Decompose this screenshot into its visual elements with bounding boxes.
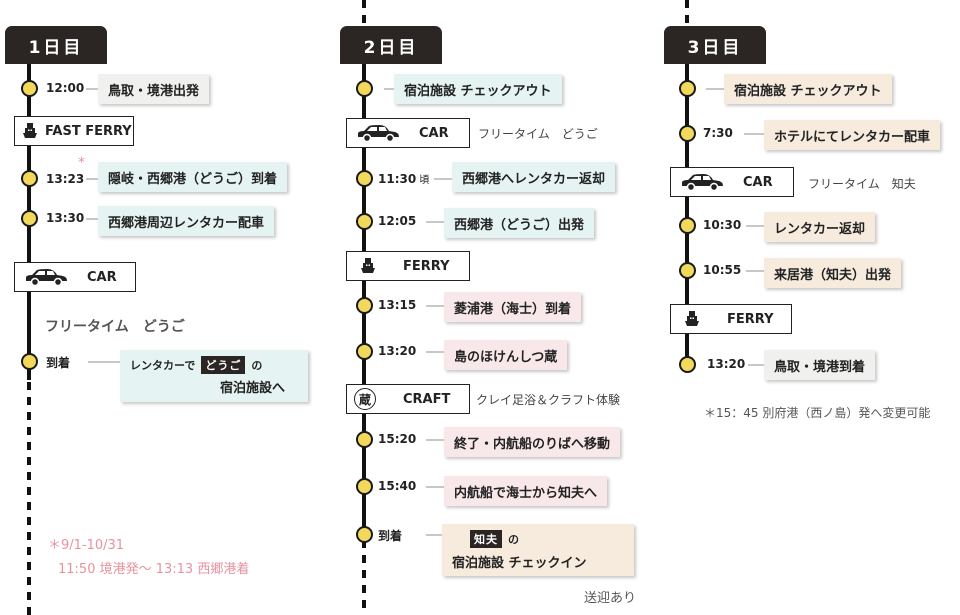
day1-dot-2 [21, 170, 38, 187]
day3-dot-3 [679, 262, 696, 279]
day2-time-7: 到着 [378, 529, 403, 543]
day3-dot-2 [679, 217, 696, 234]
day2-time-6: 15:40 [378, 479, 417, 493]
day2-dot-0 [356, 80, 373, 97]
day1-timeline-dotted [27, 382, 31, 615]
day2-craft-label: CRAFT [403, 391, 451, 407]
day2-timeline-top [362, 0, 366, 26]
day1-card-depart: 鳥取・境港出発 [98, 74, 210, 104]
day3-card-rental: ホテルにてレンタカー配車 [764, 120, 941, 150]
day2-timeline [362, 50, 366, 538]
day1-dot-3 [21, 210, 38, 227]
day2-time-2: 12:05 [378, 214, 417, 228]
day3-car-label: CAR [743, 174, 773, 190]
day1-column: 1日目 12:00 鳥取・境港出発 FAST FERRY * 13:23 隠岐・… [0, 0, 308, 615]
day2-time-4: 13:20 [378, 344, 417, 358]
day1-time-4: 到着 [46, 356, 71, 370]
day3-card-arrive: 鳥取・境港到着 [764, 350, 876, 380]
day1-note-line1: ＊9/1-10/31 [48, 538, 125, 553]
day1-car-label: CAR [87, 269, 117, 285]
ship-icon [347, 257, 389, 275]
car-icon [671, 172, 733, 192]
day1-dot-4 [21, 353, 38, 370]
day1-dogo-tag: どうご [201, 356, 246, 374]
day2-car-note: フリータイム どうご [478, 127, 598, 141]
day3-dot-4 [679, 356, 696, 373]
day2-dot-1 [356, 170, 373, 187]
day1-fast-ferry-label: FAST FERRY [45, 123, 132, 139]
day2-title: 2日目 [340, 26, 442, 64]
day3-car-box: CAR [670, 167, 794, 197]
day2-timeline-dotted [362, 540, 366, 615]
day3-card-return: レンタカー返却 [764, 212, 876, 242]
day1-time-3: 13:30 [46, 211, 85, 225]
day2-dot-5 [356, 431, 373, 448]
day2-card-boat: 内航船で海士から知夫へ [444, 476, 608, 506]
day1-car-box: CAR [14, 262, 136, 292]
day2-car-label: CAR [419, 125, 449, 141]
day2-dot-2 [356, 213, 373, 230]
day3-car-note: フリータイム 知夫 [808, 177, 916, 191]
day3-dot-1 [679, 125, 696, 142]
day3-time-3: 10:55 [703, 263, 742, 277]
day1-asterisk: * [78, 155, 85, 171]
day2-craft-box: 蔵 CRAFT [346, 384, 470, 414]
day2-dot-3 [356, 297, 373, 314]
day2-card-checkout: 宿泊施設 チェックアウト [394, 74, 562, 104]
day3-time-1: 7:30 [703, 126, 733, 140]
day2-card-arrive: 菱浦港（海士）到着 [444, 292, 582, 322]
day3-ferry-label: FERRY [727, 311, 774, 327]
day1-card-arrive: 隠岐・西郷港（どうご）到着 [98, 162, 288, 192]
day1-card-hotel: レンタカーで どうご の 宿泊施設へ [120, 350, 308, 402]
day3-column: 3日目 宿泊施設 チェックアウト 7:30 ホテルにてレンタカー配車 CAR フ… [660, 0, 960, 615]
day3-timeline-top [685, 0, 689, 26]
day1-time-2: 13:23 [46, 172, 85, 186]
day2-pickup-note: 送迎あり [584, 591, 637, 606]
day2-car-box: CAR [346, 118, 470, 148]
day2-ferry-label: FERRY [403, 258, 450, 274]
day2-dot-6 [356, 478, 373, 495]
day1-title: 1日目 [5, 26, 107, 64]
day3-time-4: 13:20 [707, 357, 746, 371]
kura-icon: 蔵 [354, 388, 376, 410]
day3-card-depart: 来居港（知夫）出発 [764, 258, 902, 288]
car-icon [15, 267, 77, 287]
day2-time-3: 13:15 [378, 298, 417, 312]
day2-craft-note: クレイ足浴＆クラフト体験 [476, 393, 621, 407]
day3-note: ＊15：45 別府港（西ノ島）発へ変更可能 [704, 406, 931, 420]
ship-icon [15, 122, 45, 140]
day3-time-2: 10:30 [703, 218, 742, 232]
day3-timeline [685, 50, 689, 366]
day1-note-line2: 11:50 境港発〜 13:13 西郷港着 [58, 562, 250, 577]
day2-card-kura: 島のほけんしつ蔵 [444, 340, 568, 370]
day2-card-checkin: 知夫 の 宿泊施設 チェックイン [442, 524, 634, 576]
day3-title: 3日目 [664, 26, 766, 64]
ship-icon [671, 310, 713, 328]
day1-time-1: 12:00 [46, 81, 85, 95]
day1-dot-1 [21, 80, 38, 97]
day2-card-return: 西郷港へレンタカー返却 [452, 162, 616, 192]
day2-time-5: 15:20 [378, 432, 417, 446]
day2-chibu-tag: 知夫 [470, 529, 502, 548]
day2-ferry-box: FERRY [346, 251, 470, 281]
day1-fast-ferry-box: FAST FERRY [14, 116, 134, 146]
day3-ferry-box: FERRY [670, 304, 792, 334]
day2-card-depart: 西郷港（どうご）出発 [444, 208, 595, 238]
day2-dot-4 [356, 343, 373, 360]
day1-free-time: フリータイム どうご [45, 319, 185, 335]
day3-dot-0 [679, 80, 696, 97]
day2-card-end: 終了・内航船のりばへ移動 [444, 427, 621, 457]
day3-card-checkout: 宿泊施設 チェックアウト [724, 74, 892, 104]
day1-card-rental: 西郷港周辺レンタカー配車 [98, 206, 275, 236]
car-icon [347, 123, 409, 143]
day2-dot-7 [356, 526, 373, 543]
